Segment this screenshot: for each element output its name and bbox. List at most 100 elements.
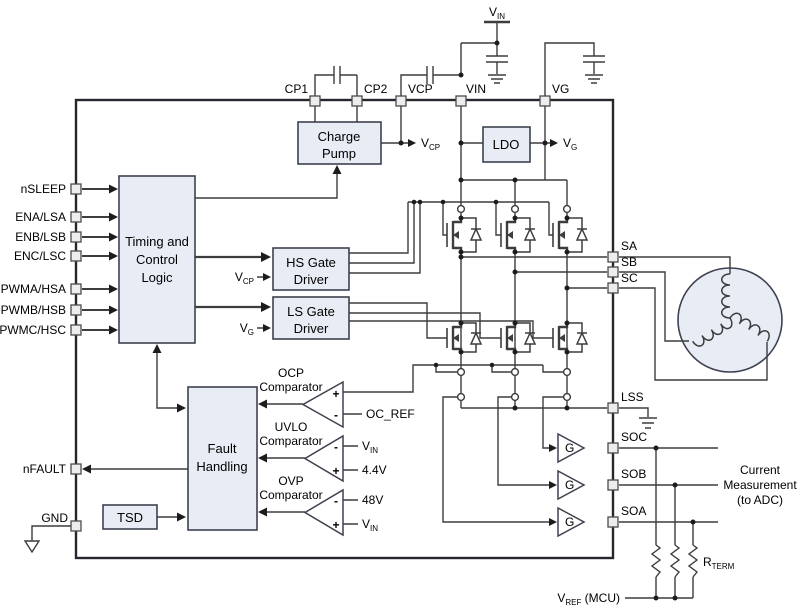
- pin-lss: [607, 402, 619, 414]
- vg-out-label: VG: [563, 136, 577, 152]
- current-measurement-label-1: Current: [740, 463, 781, 477]
- ls-driver-label-2: Driver: [294, 321, 329, 336]
- mosfet-bridge: [446, 217, 589, 353]
- pin-label-nsleep: nSLEEP: [21, 182, 66, 196]
- pin-label-sc: SC: [621, 271, 638, 285]
- pin-enb-lsb: [70, 231, 82, 243]
- charge-pump-label-2: Pump: [322, 146, 356, 161]
- ovp-minus-sign: -: [334, 494, 338, 508]
- pin-label-cp1: CP1: [285, 82, 309, 96]
- function-blocks: [102, 121, 531, 531]
- ldo-block: [482, 126, 531, 163]
- ls-driver-label-1: LS Gate: [287, 304, 335, 319]
- uvlo-threshold-label: 4.4V: [362, 463, 387, 477]
- hs-driver-label-2: Driver: [294, 272, 329, 287]
- ocp-minus-sign: -: [334, 408, 338, 422]
- pin-label-enc-lsc: ENC/LSC: [14, 249, 66, 263]
- ocp-plus-sign: +: [332, 387, 339, 401]
- fault-label-1: Fault: [208, 441, 237, 456]
- sense-amp-soa-label: G: [565, 515, 574, 529]
- hs-mosfet-c: [552, 217, 589, 253]
- vref-mcu-label: VREF (MCU): [557, 591, 620, 607]
- pin-soa: [607, 516, 619, 528]
- sense-amp-soc-label: G: [565, 441, 574, 455]
- pin-label-sob: SOB: [621, 467, 646, 481]
- rterm-label: RTERM: [703, 555, 735, 571]
- pin-vin: [455, 95, 467, 107]
- junction-dots: [398, 40, 696, 601]
- pin-enc-lsc: [70, 250, 82, 262]
- terminal-bubbles: [456, 204, 572, 402]
- pin-vg: [539, 95, 551, 107]
- fault-handling-block: [187, 386, 258, 531]
- uvlo-minus-sign: -: [334, 440, 338, 454]
- pin-label-gnd: GND: [41, 511, 68, 525]
- pin-label-ena-lsa: ENA/LSA: [15, 210, 66, 224]
- ocp-comparator-icon: [301, 380, 344, 429]
- vg-in-label: VG: [240, 321, 254, 337]
- pin-label-pwma-hsa: PWMA/HSA: [1, 282, 66, 296]
- ls-mosfet-b: [500, 322, 537, 353]
- pin-label-lss: LSS: [621, 390, 644, 404]
- pin-label-sb: SB: [621, 255, 637, 269]
- arrowheads: [82, 139, 558, 526]
- pin-label-cp2: CP2: [364, 82, 388, 96]
- vin-supply-label: VIN: [489, 5, 505, 21]
- pin-cp2: [351, 95, 363, 107]
- pin-label-nfault: nFAULT: [23, 462, 67, 476]
- pin-sb: [607, 266, 619, 278]
- timing-block-label-1: Timing and: [125, 234, 189, 249]
- timing-control-logic-block: [118, 175, 196, 344]
- uvlo-type: Comparator: [259, 434, 322, 448]
- hs-driver-label-1: HS Gate: [286, 255, 336, 270]
- pin-soc: [607, 442, 619, 454]
- pin-label-soa: SOA: [621, 504, 646, 518]
- pin-label-sa: SA: [621, 239, 637, 253]
- ls-gate-driver-block: [272, 296, 350, 340]
- pin-sa: [607, 251, 619, 263]
- sense-amp-soc-icon: [557, 432, 586, 464]
- ocp-name: OCP: [278, 366, 304, 380]
- uvlo-plus-sign: +: [332, 464, 339, 478]
- ovp-comparator-icon: [303, 488, 344, 537]
- tsd-block: [102, 504, 158, 530]
- tsd-label: TSD: [117, 510, 143, 525]
- sense-amp-sob-icon: [557, 469, 586, 501]
- current-measurement-label-2: Measurement: [723, 478, 797, 492]
- pin-nfault: [70, 463, 82, 475]
- hs-mosfet-a: [446, 217, 483, 253]
- charge-pump-block: [297, 121, 382, 165]
- pin-pwmb-hsb: [70, 304, 82, 316]
- pin-pwma-hsa: [70, 283, 82, 295]
- pin-label-pwmc-hsc: PWMC/HSC: [0, 323, 66, 337]
- pin-label-vin: VIN: [466, 82, 486, 96]
- pin-sc: [607, 282, 619, 294]
- ovp-threshold-label: 48V: [362, 493, 383, 507]
- oc-ref-label: OC_REF: [366, 407, 415, 421]
- ovp-name: OVP: [278, 474, 303, 488]
- charge-pump-label-1: Charge: [318, 129, 361, 144]
- pin-label-vg: VG: [552, 82, 569, 96]
- pin-label-pwmb-hsb: PWMB/HSB: [1, 303, 66, 317]
- pin-ena-lsa: [70, 211, 82, 223]
- pin-sob: [607, 479, 619, 491]
- ovp-type: Comparator: [259, 488, 322, 502]
- ocp-type: Comparator: [259, 380, 322, 394]
- uvlo-vin-label: VIN: [362, 439, 378, 455]
- ls-mosfet-a: [446, 322, 483, 353]
- hs-mosfet-b: [500, 217, 537, 253]
- ovp-vin-label: VIN: [362, 517, 378, 533]
- comparators: [301, 380, 344, 537]
- pin-label-soc: SOC: [621, 430, 647, 444]
- ovp-plus-sign: +: [332, 518, 339, 532]
- vcp-out-label: VCP: [421, 136, 440, 152]
- pin-nsleep: [70, 183, 82, 195]
- pin-squares: [70, 95, 619, 532]
- current-sense-amps: [557, 432, 586, 538]
- pin-vcp: [395, 95, 407, 107]
- uvlo-name: UVLO: [275, 420, 308, 434]
- sense-amp-sob-label: G: [565, 478, 574, 492]
- pin-gnd: [70, 520, 82, 532]
- current-measurement-label-3: (to ADC): [737, 493, 783, 507]
